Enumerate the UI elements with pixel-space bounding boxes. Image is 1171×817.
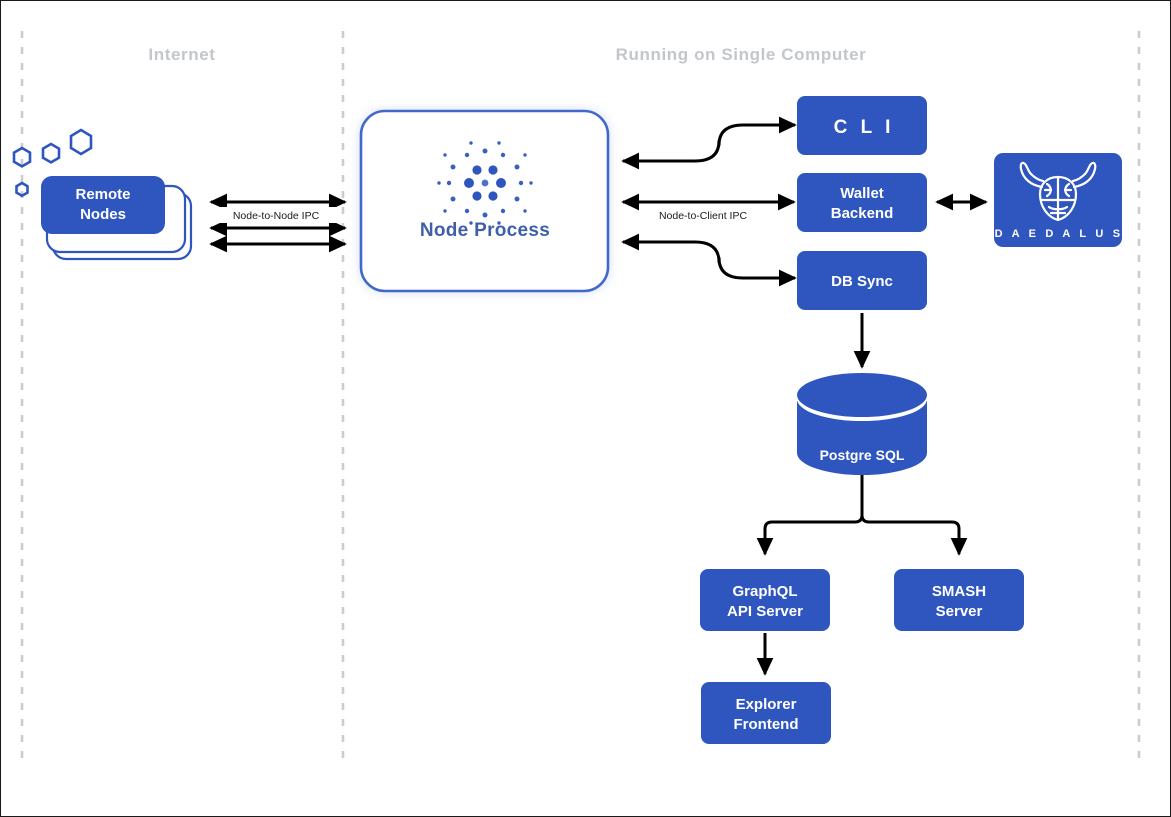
explorer-frontend-node[interactable]: Explorer Frontend bbox=[701, 682, 831, 744]
remote-nodes[interactable]: Remote Nodes bbox=[41, 176, 193, 261]
daedalus-bull-icon bbox=[1019, 161, 1097, 222]
hexagon-medium-icon bbox=[41, 142, 61, 164]
cli-label: C L I bbox=[834, 117, 895, 138]
remote-nodes-label-line1: Remote bbox=[75, 186, 130, 203]
db-sync-label: DB Sync bbox=[831, 273, 893, 290]
postgres-graphql-connector bbox=[756, 475, 864, 556]
wallet-backend-box bbox=[797, 173, 927, 232]
graphql-label-line2: API Server bbox=[727, 603, 803, 620]
daedalus-node[interactable]: D A E D A L U S bbox=[994, 153, 1123, 247]
postgres-smash-connector bbox=[860, 514, 968, 556]
cardano-logo bbox=[437, 141, 533, 225]
hexagon-cluster bbox=[12, 128, 93, 198]
db-sync-connector bbox=[621, 233, 797, 287]
n2n-label-backdrop bbox=[215, 207, 337, 223]
cli-connector bbox=[621, 116, 797, 170]
node-process-label: Node Process bbox=[420, 220, 550, 241]
postgres-label: Postgre SQL bbox=[820, 447, 905, 463]
hexagon-tiny-icon bbox=[15, 181, 29, 198]
remote-nodes-card-front bbox=[41, 176, 165, 234]
node-to-client-ipc-label: Node-to-Client IPC bbox=[659, 210, 748, 222]
db-sync-box bbox=[797, 251, 927, 310]
wallet-backend-node[interactable]: Wallet Backend bbox=[797, 173, 927, 232]
hexagon-large-icon bbox=[69, 128, 93, 156]
smash-server-node[interactable]: SMASH Server bbox=[894, 569, 1024, 631]
node-process-box bbox=[359, 109, 610, 293]
explorer-box bbox=[701, 682, 831, 744]
postgres-node[interactable]: Postgre SQL bbox=[797, 373, 927, 475]
node-to-client-ipc-connector: Node-to-Client IPC bbox=[621, 116, 797, 287]
cli-node[interactable]: C L I bbox=[797, 96, 927, 155]
wallet-backend-label-line2: Backend bbox=[831, 205, 894, 222]
n2c-label-backdrop bbox=[647, 207, 759, 223]
node-to-node-ipc-label: Node-to-Node IPC bbox=[233, 210, 320, 222]
wallet-backend-label-line1: Wallet bbox=[840, 185, 884, 202]
node-process[interactable]: Node Process bbox=[359, 109, 610, 293]
smash-label-line2: Server bbox=[936, 603, 983, 620]
db-sync-node[interactable]: DB Sync bbox=[797, 251, 927, 310]
postgres-fork-connector bbox=[756, 475, 968, 556]
zone-label-single-computer: Running on Single Computer bbox=[616, 45, 867, 64]
daedalus-label: D A E D A L U S bbox=[995, 228, 1124, 240]
hexagon-small-icon bbox=[12, 146, 32, 168]
postgres-cylinder-bottom bbox=[797, 431, 927, 475]
explorer-label-line2: Frontend bbox=[734, 716, 799, 733]
graphql-api-server-node[interactable]: GraphQL API Server bbox=[700, 569, 830, 631]
smash-box bbox=[894, 569, 1024, 631]
explorer-label-line1: Explorer bbox=[736, 696, 797, 713]
remote-nodes-label-line2: Nodes bbox=[80, 206, 126, 223]
smash-label-line1: SMASH bbox=[932, 583, 986, 600]
graphql-box bbox=[700, 569, 830, 631]
cli-box bbox=[797, 96, 927, 155]
graphql-label-line1: GraphQL bbox=[732, 583, 797, 600]
node-to-node-ipc-connector: Node-to-Node IPC bbox=[209, 193, 347, 253]
postgres-cylinder-top bbox=[797, 373, 927, 417]
zone-label-internet: Internet bbox=[148, 45, 215, 64]
